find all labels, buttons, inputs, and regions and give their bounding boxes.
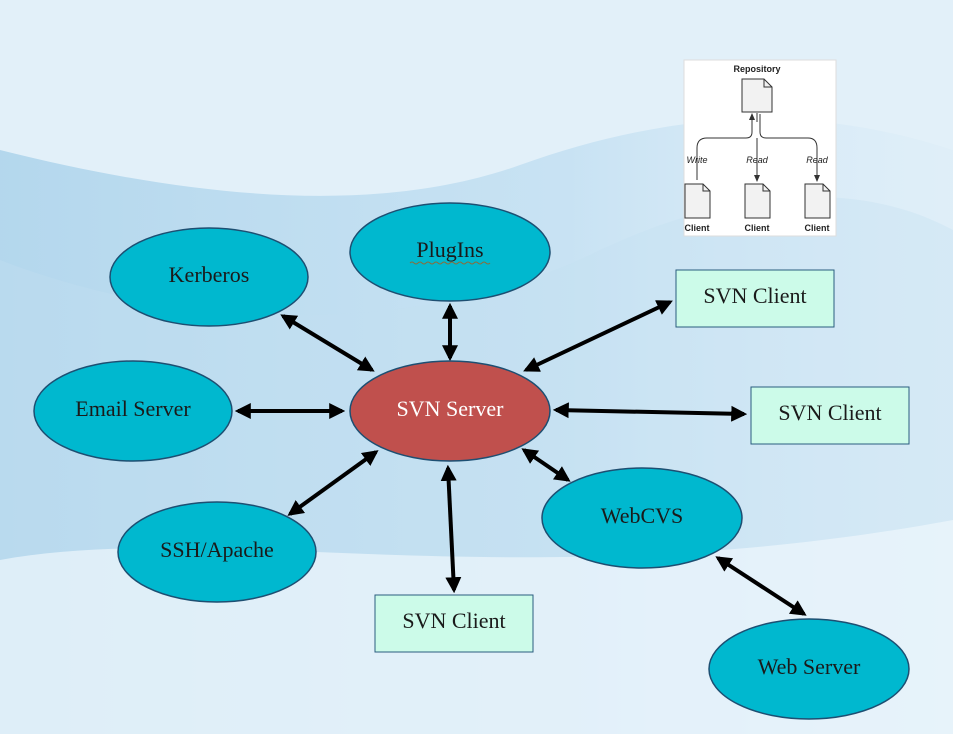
node-plugins: PlugIns xyxy=(349,202,551,302)
node-svn-client-right-label: SVN Client xyxy=(778,400,881,425)
connector-ssh-apache xyxy=(287,450,379,516)
client-document-icon xyxy=(744,183,771,219)
inset-read-label-2: Read xyxy=(806,155,829,165)
inset-read-label-1: Read xyxy=(746,155,769,165)
node-kerberos-label: Kerberos xyxy=(169,262,250,287)
node-svn-client-bottom-label: SVN Client xyxy=(402,608,505,633)
connector-svn-client-right xyxy=(552,402,748,422)
node-email-server-label: Email Server xyxy=(75,396,191,421)
node-svn-client-top-label: SVN Client xyxy=(703,283,806,308)
inset-repository-label: Repository xyxy=(733,64,780,74)
repository-document-icon xyxy=(741,78,773,113)
connector-kerberos xyxy=(280,314,375,372)
inset-write-label: Write xyxy=(687,155,708,165)
node-svn-server: SVN Server xyxy=(349,360,551,462)
repository-inset: Repository Write Read Read Client Client… xyxy=(683,59,837,237)
node-svn-client-top: SVN Client xyxy=(675,269,835,328)
node-ssh-apache: SSH/Apache xyxy=(117,501,317,603)
node-kerberos: Kerberos xyxy=(109,227,309,327)
node-plugins-label: PlugIns xyxy=(416,237,483,262)
connector-svn-client-bottom xyxy=(440,464,462,594)
client-document-icon xyxy=(804,183,831,219)
node-svn-client-bottom: SVN Client xyxy=(374,594,534,653)
node-ssh-apache-label: SSH/Apache xyxy=(160,537,274,562)
node-webcvs: WebCVS xyxy=(541,467,743,569)
connector-svn-client-top xyxy=(523,300,673,372)
inset-client-label-3: Client xyxy=(804,223,829,233)
node-svn-client-right: SVN Client xyxy=(750,386,910,445)
inset-client-label-1: Client xyxy=(684,223,709,233)
connector-webcvs xyxy=(521,448,571,482)
node-webcvs-label: WebCVS xyxy=(601,503,684,528)
spellcheck-underline xyxy=(409,261,491,265)
node-email-server: Email Server xyxy=(33,360,233,462)
node-web-server-label: Web Server xyxy=(758,654,861,679)
node-svn-server-label: SVN Server xyxy=(397,396,505,421)
connector-web-server xyxy=(715,556,807,616)
client-document-icon xyxy=(684,183,711,219)
inset-client-label-2: Client xyxy=(744,223,769,233)
node-web-server: Web Server xyxy=(708,618,910,720)
